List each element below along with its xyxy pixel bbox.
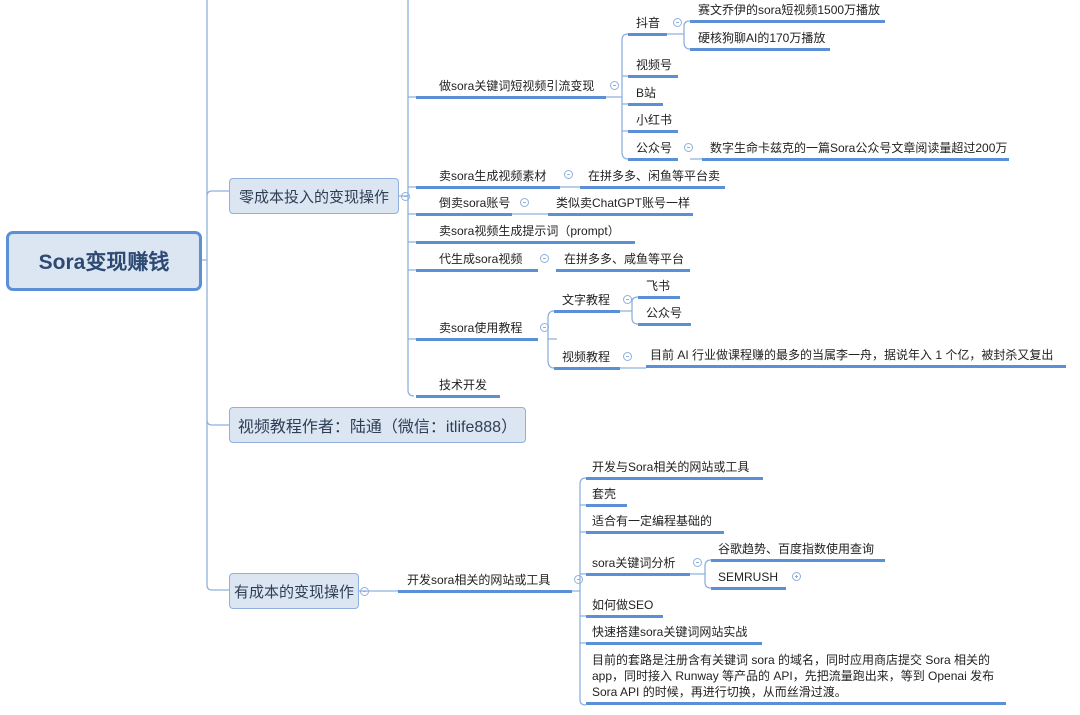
collapse-icon[interactable] <box>401 192 410 201</box>
collapse-icon[interactable] <box>673 18 682 27</box>
collapse-icon[interactable] <box>623 352 632 361</box>
collapse-icon[interactable] <box>564 170 573 179</box>
node-tech[interactable]: 技术开发 <box>416 377 500 398</box>
node-leaf[interactable]: 目前 AI 行业做课程赚的最多的当属李一舟，据说年入 1 个亿，被封杀又复出 <box>646 347 1066 368</box>
node-shipinhao[interactable]: 视频号 <box>628 57 678 78</box>
node-leaf[interactable]: 类似卖ChatGPT账号一样 <box>548 195 693 216</box>
node-generate-service[interactable]: 代生成sora视频 <box>416 251 538 272</box>
node-sell-prompt[interactable]: 卖sora视频生成提示词（prompt） <box>416 223 635 244</box>
node-leaf[interactable]: 如何做SEO <box>586 597 663 618</box>
node-leaf[interactable]: 在拼多多、咸鱼等平台 <box>556 251 690 272</box>
node-bilibili[interactable]: B站 <box>628 85 663 106</box>
node-leaf[interactable]: 在拼多多、闲鱼等平台卖 <box>580 168 725 189</box>
topic-zero-cost[interactable]: 零成本投入的变现操作 <box>229 178 399 214</box>
topic-author[interactable]: 视频教程作者：陆通（微信：itlife888） <box>229 407 526 443</box>
collapse-icon[interactable] <box>684 143 693 152</box>
collapse-icon[interactable] <box>540 254 549 263</box>
collapse-icon[interactable] <box>520 198 529 207</box>
expand-icon[interactable] <box>792 572 801 581</box>
node-leaf[interactable]: 开发与Sora相关的网站或工具 <box>586 459 763 480</box>
collapse-icon[interactable] <box>574 575 583 584</box>
node-keyword[interactable]: sora关键词分析 <box>586 555 690 576</box>
topic-with-cost[interactable]: 有成本的变现操作 <box>229 573 359 609</box>
node-resell-account[interactable]: 倒卖sora账号 <box>416 195 513 216</box>
collapse-icon[interactable] <box>610 81 619 90</box>
node-xiaohongshu[interactable]: 小红书 <box>628 112 678 133</box>
node-tutorial[interactable]: 卖sora使用教程 <box>416 320 538 341</box>
collapse-icon[interactable] <box>623 295 632 304</box>
collapse-icon[interactable] <box>693 558 702 567</box>
node-video-tutorial[interactable]: 视频教程 <box>554 349 620 370</box>
node-leaf[interactable]: 套壳 <box>586 486 627 507</box>
collapse-icon[interactable] <box>540 323 549 332</box>
root-topic[interactable]: Sora变现赚钱 <box>6 231 202 291</box>
node-leaf[interactable]: 赛文乔伊的sora短视频1500万播放 <box>690 2 885 23</box>
node-leaf[interactable]: 谷歌趋势、百度指数使用查询 <box>711 541 885 562</box>
node-short-video[interactable]: 做sora关键词短视频引流变现 <box>416 78 606 99</box>
node-sell-material[interactable]: 卖sora生成视频素材 <box>416 168 560 189</box>
node-semrush[interactable]: SEMRUSH <box>711 569 786 590</box>
node-dev[interactable]: 开发sora相关的网站或工具 <box>398 572 572 593</box>
node-leaf[interactable]: 飞书 <box>638 278 680 299</box>
node-gzh[interactable]: 公众号 <box>628 140 678 161</box>
node-leaf[interactable]: 硬核狗聊AI的170万播放 <box>690 30 830 51</box>
node-leaf[interactable]: 适合有一定编程基础的 <box>586 513 724 534</box>
node-leaf[interactable]: 快速搭建sora关键词网站实战 <box>586 624 762 645</box>
node-leaf[interactable]: 数字生命卡兹克的一篇Sora公众号文章阅读量超过200万 <box>702 140 1010 161</box>
node-text-tutorial[interactable]: 文字教程 <box>554 292 620 313</box>
node-douyin[interactable]: 抖音 <box>628 15 667 36</box>
node-note[interactable]: 目前的套路是注册含有关键词 sora 的域名，同时应用商店提交 Sora 相关的… <box>586 652 1006 705</box>
node-leaf[interactable]: 公众号 <box>638 305 691 326</box>
collapse-icon[interactable] <box>360 587 369 596</box>
